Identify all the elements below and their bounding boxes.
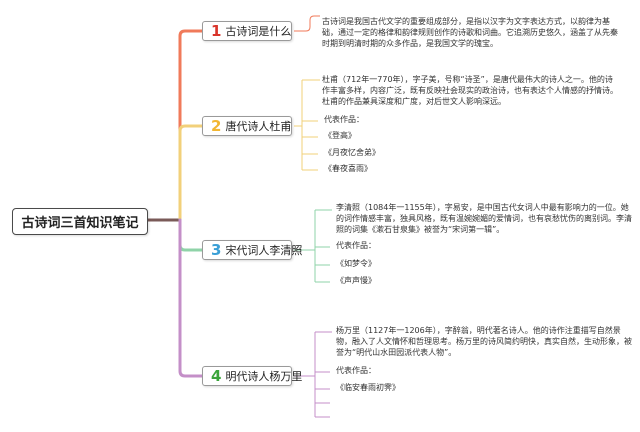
branch-title-4: 明代诗人杨万里 [225,370,303,383]
branch-description-3: 李清照（1084年一1155年），字易安，是中国古代女词人中最有影响力的一位。她… [336,203,632,234]
branch-number-2: 2 [211,117,222,135]
root-node[interactable]: 古诗词三首知识笔记 [12,208,148,235]
connector-branch-4 [178,218,204,378]
works-label-2: 代表作品： [324,115,364,124]
connector-branch-3 [178,218,204,252]
branch-description-2: 杜甫（712年一770年），字子美，号称“诗圣”，是唐代最伟大的诗人之一。他的诗… [322,75,618,106]
branch-number-3: 3 [211,241,222,259]
work-item-3-1[interactable]: 《如梦令》 [336,259,376,268]
branch-node-3[interactable]: 3 宋代词人李清照 [202,240,302,260]
connector-group-3 [294,209,332,283]
work-item-2-1[interactable]: 《登高》 [324,131,356,140]
work-item-2-2[interactable]: 《月夜忆舍弟》 [324,148,380,157]
branch-title-2: 唐代诗人杜甫 [225,120,292,133]
connector-group-2 [294,79,320,171]
branch-title-1: 古诗词是什么 [225,25,292,38]
branch-node-2[interactable]: 2 唐代诗人杜甫 [202,116,292,136]
connector-desc-1 [294,15,320,32]
connector-branch-1 [178,29,204,222]
branch-number-1: 1 [211,22,222,40]
connector-branch-2 [178,124,204,222]
work-item-4-1[interactable]: 《临安春雨初霁》 [336,383,400,392]
branch-description-4: 杨万里（1127年一1206年），字醉翁，明代著名诗人。他的诗作注重描写自然景物… [336,326,632,357]
works-label-4: 代表作品： [336,366,376,375]
branch-node-4[interactable]: 4 明代诗人杨万里 [202,366,302,386]
branch-description-1: 古诗词是我国古代文学的重要组成部分，是指以汉字为文字表达方式，以韵律为基础，通过… [322,17,618,48]
branch-number-4: 4 [211,367,222,385]
work-item-2-3[interactable]: 《春夜喜雨》 [324,164,372,173]
work-item-3-2[interactable]: 《声声慢》 [336,276,376,285]
connector-group-4 [294,331,332,418]
branch-node-1[interactable]: 1 古诗词是什么 [202,21,292,41]
works-label-3: 代表作品： [336,241,376,250]
root-title: 古诗词三首知识笔记 [21,216,139,231]
branch-title-3: 宋代词人李清照 [225,244,303,257]
